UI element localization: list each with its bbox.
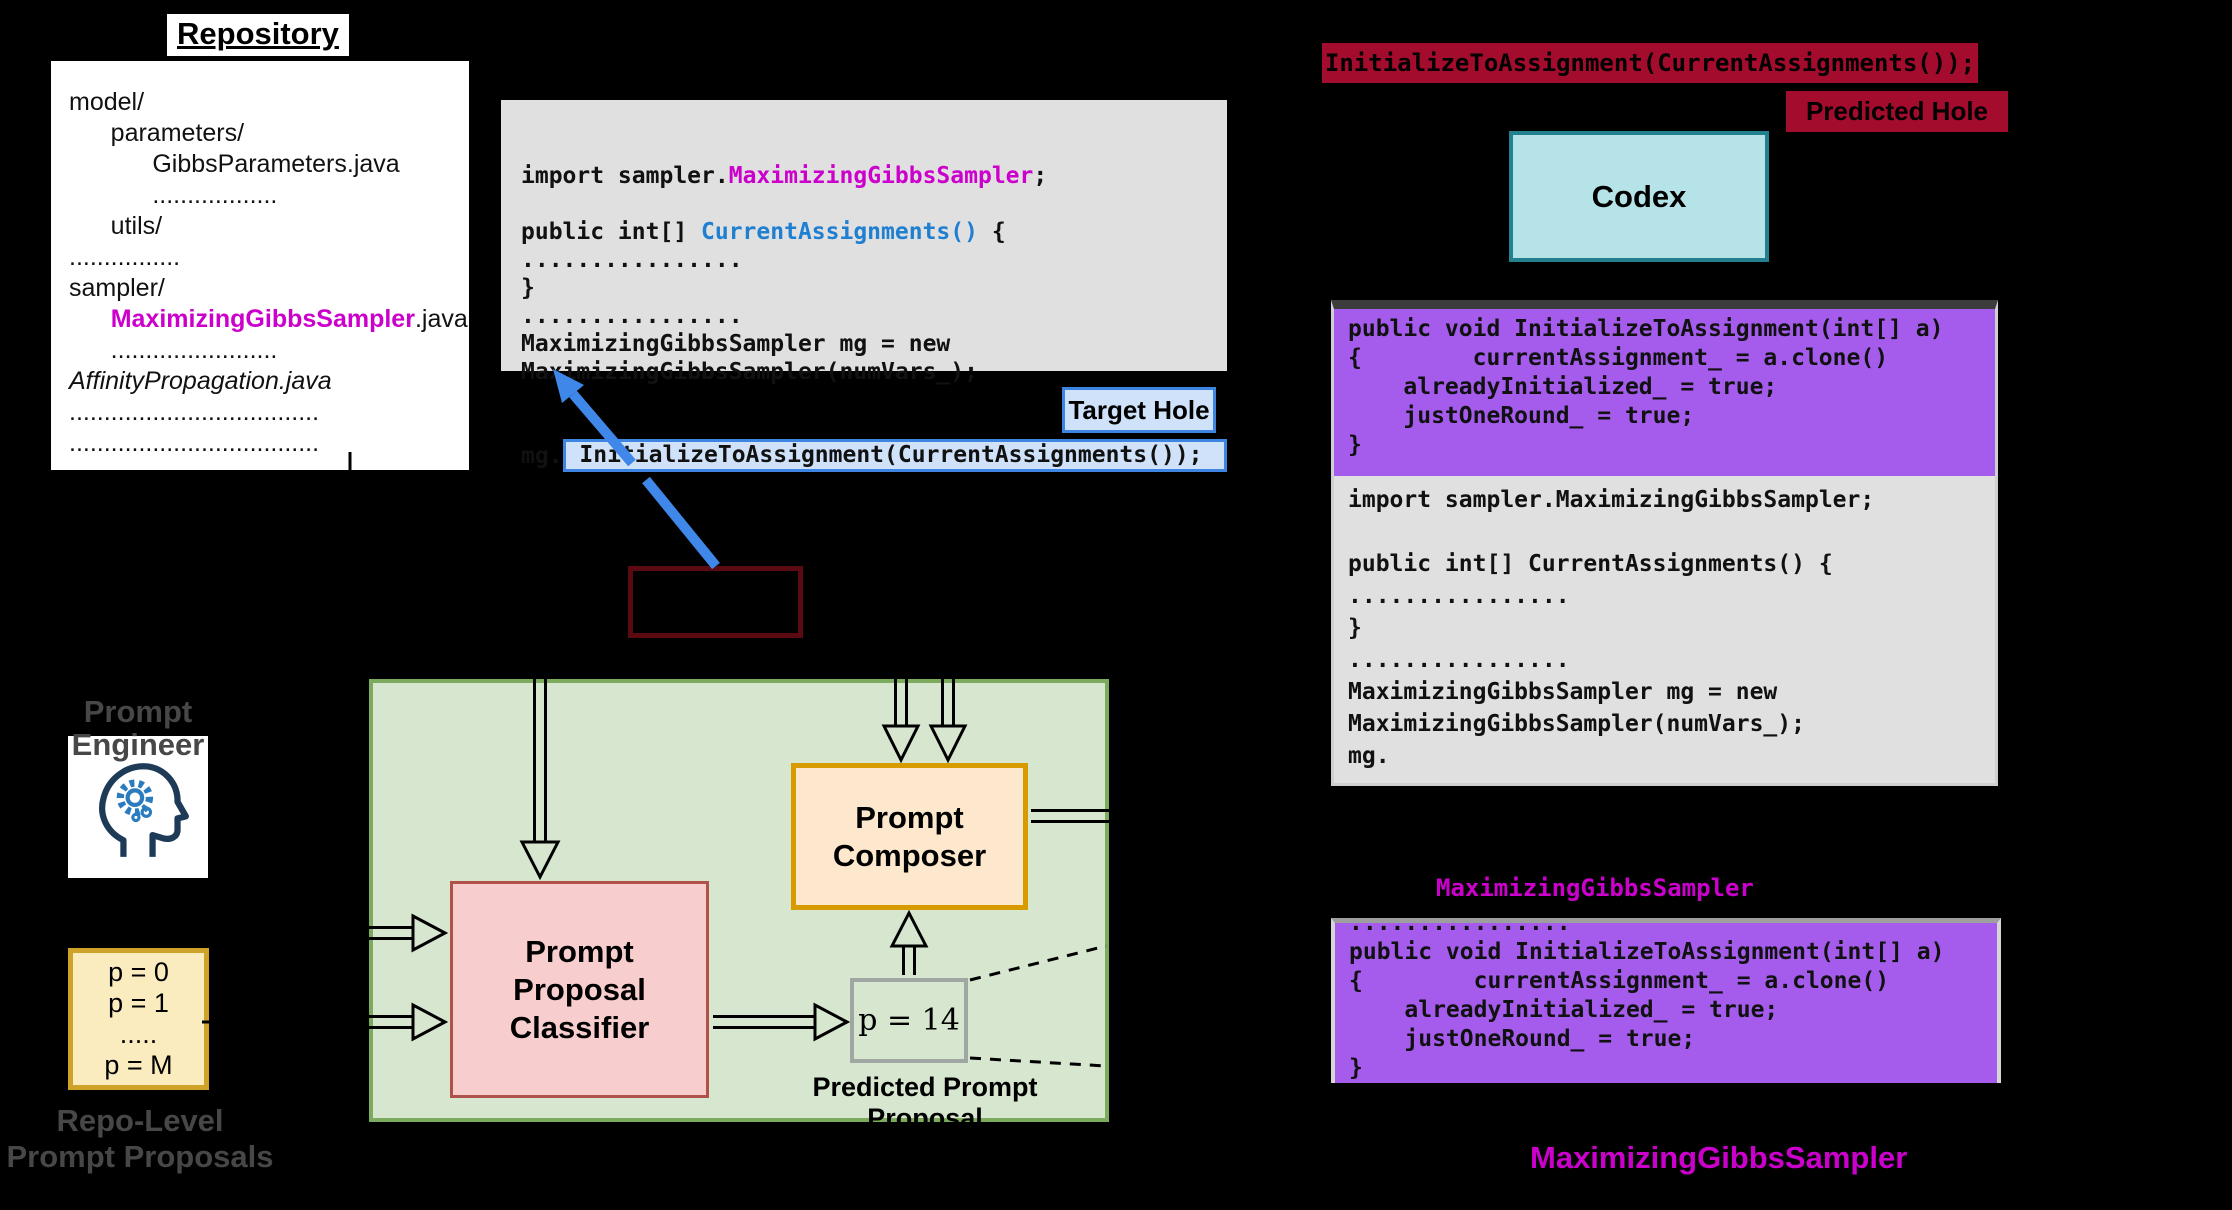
target-hole-line: mg. InitializeToAssignment(CurrentAssign… xyxy=(521,439,1227,472)
target-hole-label: Target Hole xyxy=(1062,387,1216,433)
repository-file-tree: model/ parameters/ GibbsParameters.java … xyxy=(69,88,468,457)
sampler-method-code: ................public void InitializeTo… xyxy=(1349,918,1945,1081)
rlpg-system-box xyxy=(628,566,803,638)
target-code-lines: import sampler.MaximizingGibbsSampler; p… xyxy=(521,163,1048,385)
codex-box: Codex xyxy=(1509,131,1769,262)
repository-title: Repository xyxy=(167,14,349,56)
repository-file-tree-box: model/ parameters/ GibbsParameters.java … xyxy=(51,61,469,470)
target-hole-highlight: InitializeToAssignment(CurrentAssignment… xyxy=(562,439,1227,472)
predicted-proposal-caption: Predicted Prompt Proposal xyxy=(812,1072,1038,1133)
prompt-method-section: public void InitializeToAssignment(int[]… xyxy=(1334,309,1995,476)
target-code-block: import sampler.MaximizingGibbsSampler; p… xyxy=(501,100,1227,472)
prompt-engineer-icon-box xyxy=(68,736,208,878)
mg-prefix: mg. xyxy=(521,442,563,469)
predicted-hole-label: Predicted Hole xyxy=(1786,91,2008,132)
head-with-gear-icon xyxy=(99,763,189,857)
predicted-hole-code: InitializeToAssignment(CurrentAssignment… xyxy=(1322,43,1978,83)
composed-prompt-window: public void InitializeToAssignment(int[]… xyxy=(1331,300,1998,786)
predicted-proposal-value: p = 14 xyxy=(850,978,968,1063)
prompt-context-section: import sampler.MaximizingGibbsSampler; p… xyxy=(1334,476,1995,783)
sampler-file-title: MaximizingGibbsSampler xyxy=(1436,874,1754,902)
sampler-file-caption: MaximizingGibbsSampler xyxy=(1530,1140,1908,1175)
sampler-method-block: ................public void InitializeTo… xyxy=(1331,918,2001,1083)
